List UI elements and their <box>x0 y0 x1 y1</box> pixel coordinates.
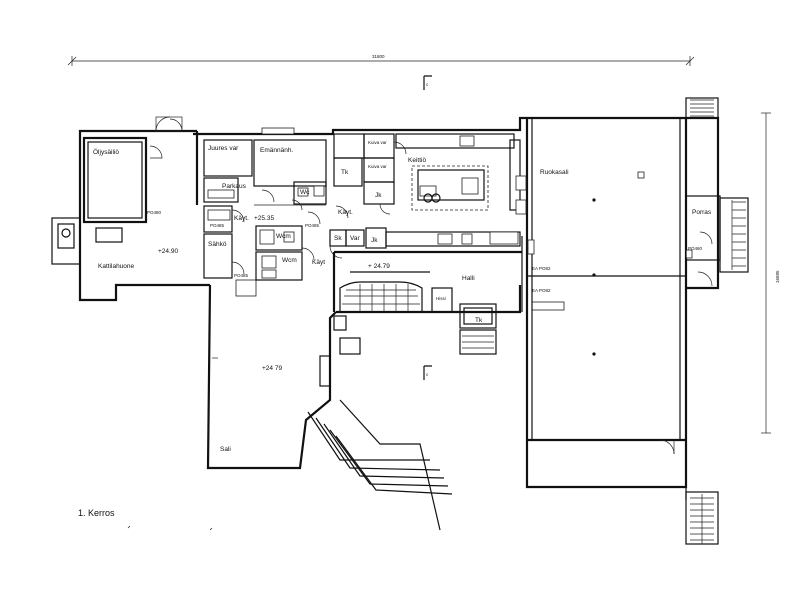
outer-walls <box>78 116 720 489</box>
room-label-sk: Sk <box>334 235 342 242</box>
opening-label-1: PO480 <box>147 210 162 215</box>
room-wcm: Wcm Wcm Käyt <box>255 225 325 281</box>
room-label-oljysailio: Öljysäiliö <box>93 148 119 156</box>
room-porras: Porras PO460 <box>685 97 749 545</box>
level-sali: +24 79 <box>262 365 282 372</box>
room-label-ruokasali: Ruokasali <box>540 169 569 176</box>
room-kuiva-var: Kuiva var Kuiva var Tk Jk <box>333 133 407 215</box>
room-label-halli: Halli <box>462 275 475 282</box>
room-label-sali: Sali <box>220 446 231 453</box>
room-label-emannanh: Emännänh. <box>260 147 293 154</box>
opening-label-4: PO485 <box>234 273 249 278</box>
room-label-wc: Wc <box>300 189 310 196</box>
room-label-sahko: Sähkö <box>208 241 227 248</box>
room-ruokasali: Ruokasali <box>527 118 693 500</box>
door-top-left <box>155 116 183 132</box>
room-label-var: Var <box>350 235 360 242</box>
mark-1 <box>127 525 131 529</box>
annex-left <box>51 217 123 265</box>
dimension-height: 16685 <box>761 112 780 434</box>
corridor-kayt: Käyt. +25.35 PO485 PO485 <box>203 205 321 233</box>
mark-2 <box>209 527 213 531</box>
sali-fixtures <box>319 315 361 387</box>
opening-label-7: EA PO82 <box>532 288 551 293</box>
dimension-width-label: 31800 <box>372 54 385 59</box>
room-halli: + 24.79 Halli Hissi EA PO82 EA PO82 <box>332 236 565 313</box>
section-marker-middle: c <box>423 365 432 380</box>
room-label-kuivavar1: Kuiva var <box>368 140 387 145</box>
room-label-hissi: Hissi <box>436 296 446 301</box>
svg-text:c: c <box>426 372 429 377</box>
dimension-width: 31800 <box>67 54 695 66</box>
room-label-kayt3: Käyt. <box>338 209 353 216</box>
room-label-kayt1: Käyt. <box>234 215 249 222</box>
room-label-jk1: Jk <box>375 192 382 199</box>
room-kayt-sk: Käyt. Sk Var Jk <box>329 205 387 259</box>
room-label-kayt2: Käyt <box>312 259 325 266</box>
opening-label-2: PO485 <box>210 223 225 228</box>
room-label-parkaus: Parkaus <box>222 183 247 190</box>
section-marker-top: c <box>423 75 432 90</box>
floor-title: 1. Kerros <box>78 508 115 518</box>
svg-text:c: c <box>426 82 429 87</box>
room-label-wcm1: Wcm <box>276 233 291 240</box>
opening-label-3: PO485 <box>305 223 320 228</box>
room-label-wcm2: Wcm <box>282 257 297 264</box>
level-halli: + 24.79 <box>368 263 390 270</box>
room-label-keittio: Keittiö <box>408 157 426 164</box>
room-sahko: Sähkö PO485 <box>203 233 257 297</box>
room-label-juures-var: Juures var <box>208 145 239 152</box>
opening-label-6: EA PO82 <box>532 266 551 271</box>
dimension-height-label: 16685 <box>775 270 780 283</box>
room-label-porras: Porras <box>692 209 712 216</box>
level-kayt: +25.35 <box>254 215 274 222</box>
room-label-jk2: Jk <box>371 237 378 244</box>
exterior-stairs <box>305 399 453 531</box>
room-label-kattilahuone: Kattilahuone <box>98 263 135 270</box>
fireplace-tk: Tk <box>459 303 497 355</box>
level-kattilahuone: +24.90 <box>158 248 178 255</box>
service-block: Juures var Emännänh. Parkaus Wc <box>203 127 327 211</box>
room-label-kuivavar2: Kuiva var <box>368 164 387 169</box>
door-arc-oljy <box>149 145 163 159</box>
room-label-tk2: Tk <box>475 317 483 324</box>
opening-label-5: PO460 <box>688 246 703 251</box>
room-oljysailio: Öljysäiliö PO480 <box>82 136 162 224</box>
room-keittio: Keittiö <box>385 133 527 247</box>
room-label-tk1: Tk <box>341 169 349 176</box>
room-sali: +24 79 Sali <box>212 357 282 453</box>
